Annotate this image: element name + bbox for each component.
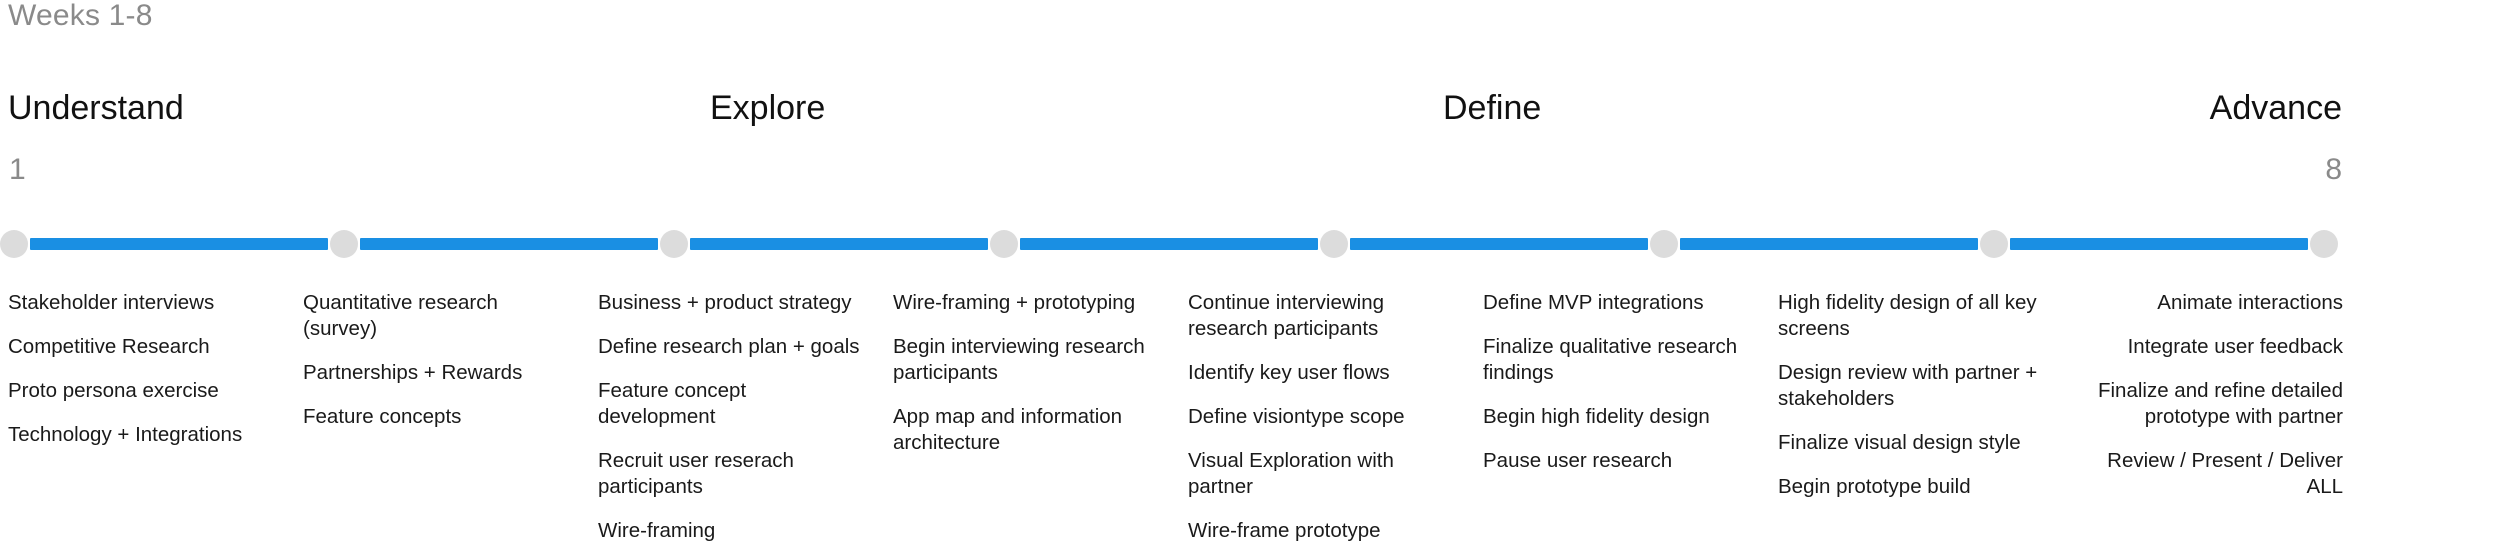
- timeline-node-week-6[interactable]: [1650, 230, 1678, 258]
- milestone-item: Finalize and refine detailed prototype w…: [2097, 379, 2343, 428]
- milestone-item: Proto persona exercise: [8, 379, 219, 402]
- timeline-node-week-5[interactable]: [1320, 230, 1348, 258]
- milestone-item: Review / Present / Deliver ALL: [2107, 449, 2343, 498]
- timeline-node-week-2[interactable]: [330, 230, 358, 258]
- timeline-track: [0, 230, 2338, 258]
- phase-heading-define: Define: [1443, 89, 1542, 127]
- milestone-item: Quantitative research (survey): [303, 291, 498, 340]
- phase-heading-explore: Explore: [710, 89, 826, 127]
- milestone-item: Define research plan + goals: [598, 335, 860, 358]
- phase-heading-understand: Understand: [8, 89, 184, 127]
- milestone-item: Finalize qualitative research findings: [1483, 335, 1738, 384]
- milestone-item: High fidelity design of all key screens: [1778, 291, 2037, 340]
- timeline-node-week-3[interactable]: [660, 230, 688, 258]
- week-number-end: 8: [2325, 153, 2342, 186]
- timeline-node-week-1[interactable]: [0, 230, 28, 258]
- week-number-row: 1 8: [0, 152, 2500, 192]
- phase-heading-advance: Advance: [2209, 89, 2342, 127]
- week-number-start: 1: [9, 153, 26, 186]
- timeline-segment: [1020, 238, 1318, 250]
- milestone-item: Partnerships + Rewards: [303, 361, 523, 384]
- timeline-segment: [1350, 238, 1648, 250]
- milestone-item: Business + product strategy: [598, 291, 852, 314]
- milestone-item: Competitive Research: [8, 335, 210, 358]
- milestone-item: Recruit user reserach participants: [598, 449, 794, 498]
- timeline-segment: [2010, 238, 2308, 250]
- timeline-node-week-8[interactable]: [2310, 230, 2338, 258]
- milestone-column-week-2: Quantitative research (survey) Partnershi…: [303, 290, 573, 448]
- timeline-segment: [690, 238, 988, 250]
- milestone-item: Animate interactions: [2157, 291, 2343, 314]
- milestone-item: Design review with partner + stakeholder…: [1778, 361, 2038, 410]
- milestone-item: App map and information architecture: [893, 405, 1123, 454]
- milestone-item: Wire-framing + prototyping: [893, 291, 1136, 314]
- milestone-item: Feature concept development: [598, 379, 747, 428]
- timeline: [0, 230, 2500, 258]
- milestone-item: Feature concepts: [303, 405, 462, 428]
- milestone-item: Stakeholder interviews: [8, 291, 215, 314]
- timeline-segment: [1680, 238, 1978, 250]
- milestone-item: Visual Exploration with partner: [1188, 449, 1394, 498]
- timeline-segment: [30, 238, 328, 250]
- milestone-item: Continue interviewing research participa…: [1188, 291, 1385, 340]
- milestone-item: Define visiontype scope: [1188, 405, 1405, 428]
- milestone-column-week-5: Continue interviewing research participa…: [1188, 290, 1458, 555]
- weeks-range-label: Weeks 1-8: [8, 0, 153, 32]
- timeline-node-week-4[interactable]: [990, 230, 1018, 258]
- timeline-segment: [360, 238, 658, 250]
- milestone-item: Finalize visual design style: [1778, 431, 2021, 454]
- milestone-item: Pause user research: [1483, 449, 1673, 472]
- milestone-item: Begin high fidelity design: [1483, 405, 1710, 428]
- milestone-item: Wire-frame prototype: [1188, 519, 1381, 542]
- phase-headings-row: Understand Explore Define Advance: [0, 88, 2500, 132]
- milestone-item: Identify key user flows: [1188, 361, 1390, 384]
- milestone-item: Begin interviewing research participants: [893, 335, 1145, 384]
- milestone-item: Technology + Integrations: [8, 423, 243, 446]
- milestone-item: Wire-framing: [598, 519, 716, 542]
- timeline-node-week-7[interactable]: [1980, 230, 2008, 258]
- milestone-item: Integrate user feedback: [2127, 335, 2343, 358]
- milestone-item: Define MVP integrations: [1483, 291, 1704, 314]
- milestone-item: Begin prototype build: [1778, 475, 1971, 498]
